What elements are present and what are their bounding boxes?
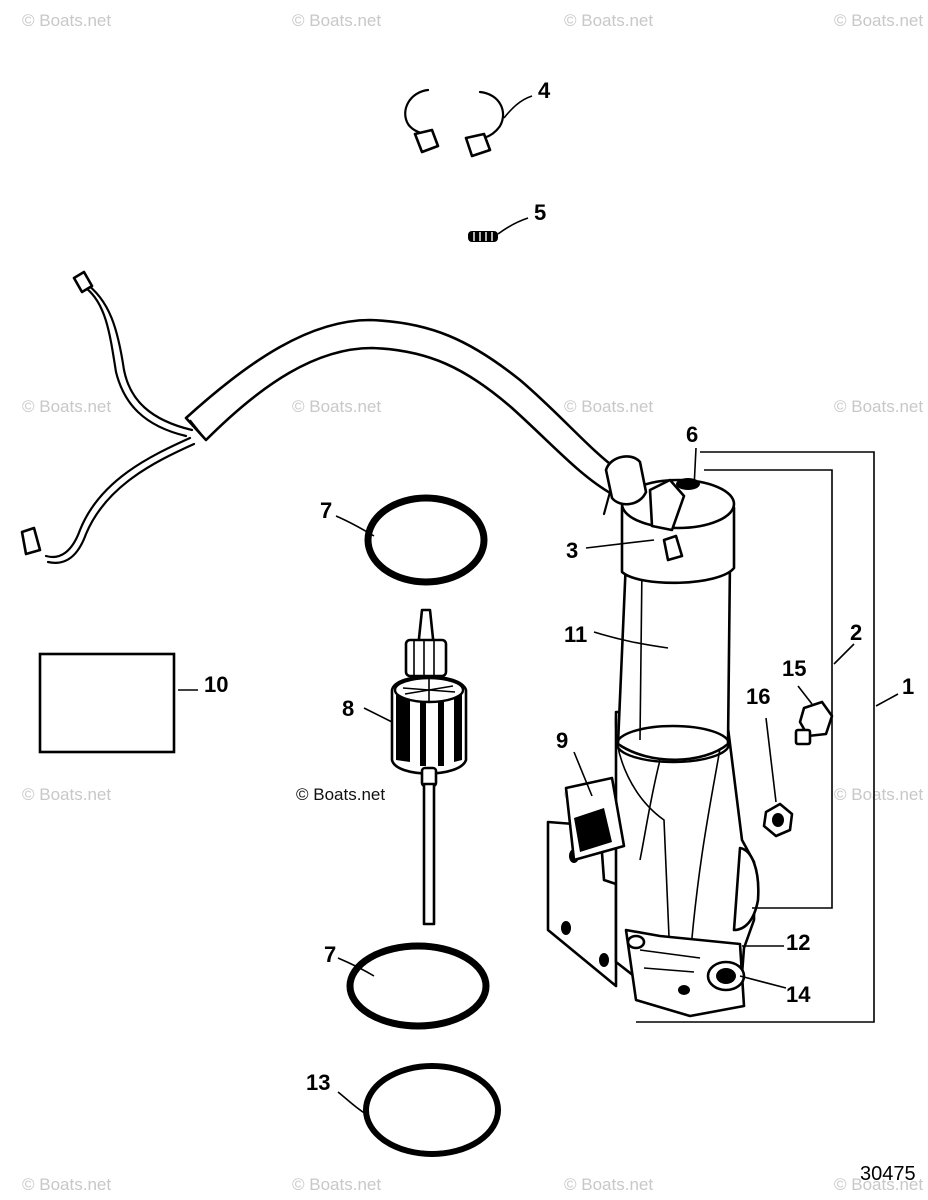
callout-7-upper: 7 (320, 498, 332, 523)
retaining-clip-left (404, 88, 440, 154)
callout-7-lower: 7 (324, 942, 336, 967)
watermark-6: © Boats.net (292, 397, 381, 416)
watermark-4: © Boats.net (834, 11, 923, 30)
callout-2: 2 (850, 620, 862, 645)
group-bracket-1 (636, 451, 875, 1023)
watermark-15: © Boats.net (834, 1175, 923, 1194)
group-bracket-2 (704, 469, 833, 909)
callout-9: 9 (556, 728, 568, 753)
motor-assembly (546, 455, 834, 1018)
reference-number: 30475 (860, 1163, 916, 1185)
callout-15: 15 (782, 656, 806, 681)
watermark-5: © Boats.net (22, 397, 111, 416)
callouts: 4 5 6 7 3 11 2 15 10 1 8 16 9 12 7 14 13 (204, 78, 914, 1095)
callout-11: 11 (564, 622, 587, 647)
callout-3: 3 (566, 538, 578, 563)
callout-10: 10 (204, 672, 228, 697)
watermark-1: © Boats.net (22, 11, 111, 30)
watermark-11: © Boats.net (834, 785, 923, 804)
callout-5: 5 (534, 200, 546, 225)
decal (38, 652, 176, 754)
watermark-12: © Boats.net (22, 1175, 111, 1194)
callout-14: 14 (786, 982, 811, 1007)
callout-6: 6 (686, 422, 698, 447)
callout-4: 4 (538, 78, 551, 103)
watermarks: © Boats.net © Boats.net © Boats.net © Bo… (22, 11, 923, 1194)
o-ring-upper (364, 494, 488, 586)
watermark-8: © Boats.net (834, 397, 923, 416)
callout-12: 12 (786, 930, 810, 955)
leader-lines (178, 95, 899, 1115)
watermark-9: © Boats.net (22, 785, 111, 804)
armature (390, 608, 468, 926)
callout-13: 13 (306, 1070, 330, 1095)
seal-ring (363, 1063, 501, 1157)
spring (468, 231, 498, 242)
callout-1: 1 (902, 674, 914, 699)
watermark-3: © Boats.net (564, 11, 653, 30)
diagram-credit: © Boats.net (296, 785, 385, 804)
watermark-7: © Boats.net (564, 397, 653, 416)
watermark-2: © Boats.net (292, 11, 381, 30)
callout-8: 8 (342, 696, 354, 721)
callout-16: 16 (746, 684, 770, 709)
o-ring-lower (346, 942, 490, 1030)
retaining-clip-right (464, 90, 505, 158)
watermark-13: © Boats.net (292, 1175, 381, 1194)
watermark-14: © Boats.net (564, 1175, 653, 1194)
